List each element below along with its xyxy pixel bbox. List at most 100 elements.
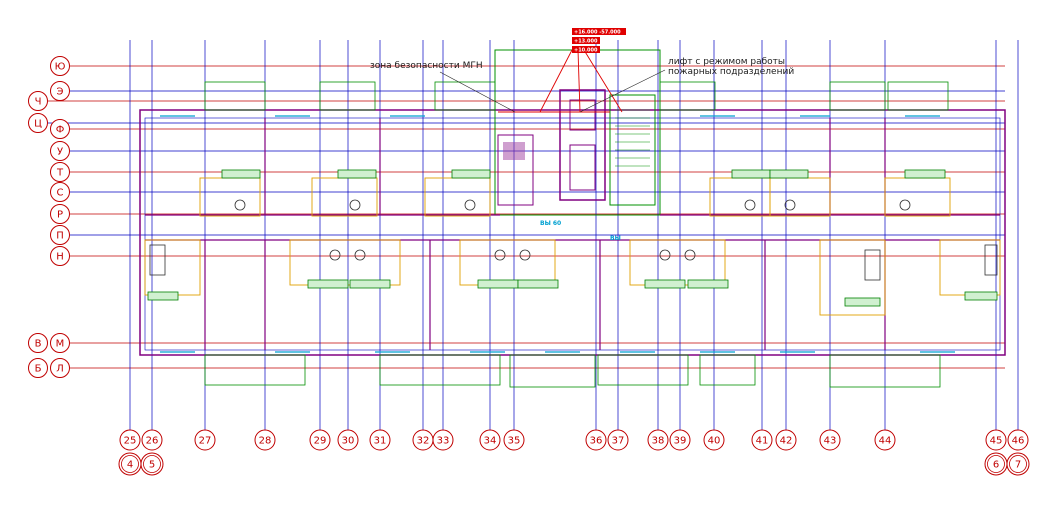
building-plan: ВЫ 60 ВЫ [139, 49, 1006, 388]
sub-column-axis-label: 7 [1015, 460, 1021, 471]
level-mark: +16.000 -57.000 [574, 30, 621, 36]
row-axis-label: П [56, 231, 64, 242]
row-axis-bubble: В [28, 333, 48, 353]
sub-column-axis-bubble: 7 [1006, 452, 1030, 476]
row-axis-label: Э [57, 87, 64, 98]
leader-lines [439, 69, 666, 113]
column-axis-label: 36 [590, 436, 603, 447]
row-axis-bubble: М [50, 333, 70, 353]
column-axis-label: 35 [508, 436, 521, 447]
column-axis-label: 43 [824, 436, 837, 447]
row-axis-bubble: С [50, 182, 70, 202]
column-axis-bubble: 41 [751, 429, 773, 451]
column-axis-label: 30 [342, 436, 355, 447]
row-axis-bubble: Ц [28, 113, 48, 133]
column-axis-bubble: 39 [669, 429, 691, 451]
column-axis-bubble: 27 [194, 429, 216, 451]
row-axis-bubble: Т [50, 162, 70, 182]
balconies-bottom [204, 354, 941, 388]
row-axis-bubble: П [50, 225, 70, 245]
row-axis-label: С [57, 188, 64, 199]
row-axis-bubble: Э [50, 81, 70, 101]
column-axis-bubble: 45 [985, 429, 1007, 451]
column-axis-bubble: 26 [141, 429, 163, 451]
row-axis-label: Н [56, 252, 64, 263]
stair-lift-core [494, 49, 661, 216]
sub-column-axis-bubble: 5 [140, 452, 164, 476]
column-axis-bubble: 30 [337, 429, 359, 451]
column-axis-bubble: 28 [254, 429, 276, 451]
column-axis-label: 38 [652, 436, 665, 447]
row-axis-label: Ю [55, 62, 66, 73]
column-axis-bubble: 43 [819, 429, 841, 451]
sub-column-axis-bubble: 4 [118, 452, 142, 476]
column-axis-label: 42 [780, 436, 793, 447]
level-marks: +16.000 -57.000 +13.000 +10.000 [572, 28, 626, 54]
column-axis-label: 41 [756, 436, 769, 447]
column-axis-bubble: 25 [119, 429, 141, 451]
balconies-top [204, 81, 949, 111]
column-axis-bubble: 33 [432, 429, 454, 451]
column-axis-label: 25 [124, 436, 137, 447]
column-axis-bubble: 38 [647, 429, 669, 451]
column-axis-bubble: 35 [503, 429, 525, 451]
column-axis-bubble: 40 [703, 429, 725, 451]
row-axis-label: Ч [35, 97, 42, 108]
row-axis-label: Б [35, 364, 42, 375]
column-axis-bubble: 34 [479, 429, 501, 451]
cyan-label: ВЫ [610, 235, 621, 242]
column-axis-label: 34 [484, 436, 497, 447]
column-axis-bubble: 32 [412, 429, 434, 451]
sub-column-axis-label: 4 [127, 460, 133, 471]
row-axis-bubble: Н [50, 246, 70, 266]
grid-lines [48, 40, 1019, 430]
building-outline [139, 109, 1006, 356]
mgn-zone-note: зона безопасности МГН [370, 61, 483, 71]
level-mark: +10.000 [574, 48, 598, 54]
annotation-leaders [498, 49, 623, 113]
building-outline-inner [144, 117, 1001, 351]
row-axis-bubble: Ф [50, 119, 70, 139]
column-axis-bubble: 44 [874, 429, 896, 451]
column-axis-label: 39 [674, 436, 687, 447]
row-axis-label: У [57, 147, 63, 158]
room-outlines [144, 177, 1001, 316]
row-axis-label: Ц [34, 119, 42, 130]
row-axis-bubble: Б [28, 358, 48, 378]
row-axis-bubble: Р [50, 204, 70, 224]
column-axis-label: 37 [612, 436, 625, 447]
cyan-label: ВЫ 60 [540, 220, 561, 227]
column-axis-bubble: 37 [607, 429, 629, 451]
row-axis-label: М [56, 339, 65, 350]
column-axis-label: 27 [199, 436, 212, 447]
column-axis-label: 28 [259, 436, 272, 447]
column-axis-label: 26 [146, 436, 159, 447]
sub-column-axis-bubble: 6 [984, 452, 1008, 476]
column-axis-label: 46 [1012, 436, 1025, 447]
column-axis-label: 29 [314, 436, 327, 447]
column-axis-label: 31 [374, 436, 387, 447]
column-axis-bubble: 46 [1007, 429, 1029, 451]
row-axis-label: Т [56, 168, 64, 179]
row-axis-bubble: У [50, 141, 70, 161]
column-axis-bubble: 36 [585, 429, 607, 451]
row-axis-bubble: Ч [28, 91, 48, 111]
lift-note-line2: пожарных подразделений [668, 67, 794, 77]
column-axis-label: 40 [708, 436, 721, 447]
row-axis-label: Ф [56, 125, 65, 136]
column-axis-bubble: 29 [309, 429, 331, 451]
sub-column-axis-label: 5 [149, 460, 155, 471]
column-axis-bubble: 42 [775, 429, 797, 451]
windows [160, 115, 955, 353]
column-axis-label: 33 [437, 436, 450, 447]
row-axis-label: Л [56, 364, 64, 375]
column-axis-label: 44 [879, 436, 892, 447]
sanitary-fixtures [149, 199, 998, 281]
row-axis-bubble: Ю [50, 56, 70, 76]
lift-note-line1: лифт с режимом работы [668, 57, 785, 67]
column-axis-bubble: 31 [369, 429, 391, 451]
column-axis-label: 45 [990, 436, 1003, 447]
